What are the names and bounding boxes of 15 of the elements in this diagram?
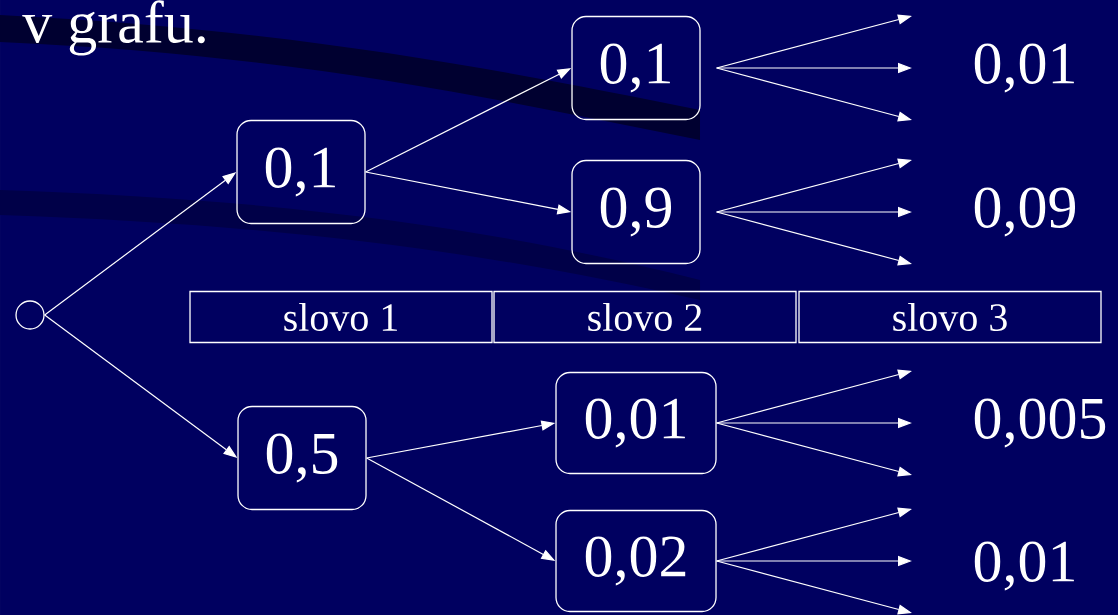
probability-box: 0,1 [236,119,366,225]
result-value: 0,005 [974,398,1106,448]
probability-box: 0,5 [237,405,367,511]
word-band: slovo 3 [798,290,1102,344]
result-value: 0,01 [974,43,1074,93]
word-band: slovo 1 [189,290,493,344]
result-value: 0,01 [974,541,1074,591]
result-value: 0,09 [974,187,1076,237]
probability-box: 0,1 [571,15,701,121]
probability-box: 0,9 [571,159,701,265]
probability-box: 0,01 [555,371,717,475]
slide-heading: v grafu. [22,0,205,56]
start-circle [15,300,45,330]
word-band: slovo 2 [493,290,797,344]
probability-box: 0,02 [555,509,717,613]
